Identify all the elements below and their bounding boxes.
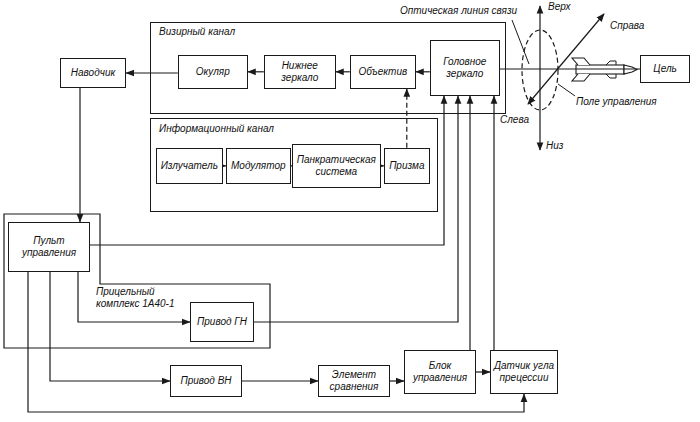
sensor-box: Датчик угла прецессии [490, 350, 558, 394]
box-label: Нижнее зеркало [267, 60, 333, 84]
box-label: Панкратическая система [295, 154, 378, 178]
box-label: Блок управления [407, 360, 473, 384]
connector [242, 380, 318, 381]
process-box: Нижнее зеркало [264, 55, 336, 89]
drive-box: Привод ВН [170, 365, 242, 397]
box-label: Привод ГН [193, 316, 251, 328]
target-box: Цель [640, 55, 690, 83]
horizontal-axis [528, 14, 604, 104]
process-box: Излучатель [156, 148, 223, 184]
connector [390, 380, 404, 381]
connector [476, 371, 490, 372]
connector [416, 71, 430, 72]
process-box: Окуляр [178, 55, 248, 89]
complex-outline-line [4, 214, 270, 348]
box-label: Цель [643, 63, 687, 75]
direction-label: Справа [610, 20, 644, 32]
process-box: Объектив [350, 55, 416, 89]
connector [28, 272, 524, 412]
operator-box: Наводчик [60, 58, 126, 88]
control-panel-box: Пульт управления [8, 222, 90, 272]
connector [493, 96, 494, 350]
channel-frame: Визирный каналОкуляр Нижнее зеркало Объект… [150, 22, 506, 114]
connector [254, 96, 458, 322]
box-label: Привод ВН [173, 375, 239, 387]
box-label: Элемент сравнения [321, 369, 387, 393]
group-heading: Информационный канал [159, 123, 359, 135]
connector [469, 96, 470, 350]
vertical-axis [539, 6, 540, 150]
box-label: Головное зеркало [433, 56, 497, 80]
box-label: Окуляр [181, 66, 245, 78]
box-label: Объектив [353, 66, 413, 78]
box-label: Наводчик [63, 67, 123, 79]
direction-label: Верх [548, 1, 570, 13]
complex-outline: Прицельный комплекс 1А40-1 Пульт управлен… [4, 214, 270, 348]
box-label: Пульт управления [11, 235, 87, 259]
direction-label: Низ [546, 140, 563, 152]
process-box: Призма [384, 148, 430, 184]
callout-label: Поле управления [576, 96, 657, 108]
process-box: Блок управления [404, 350, 476, 394]
leader-line [512, 20, 529, 64]
box-label: Датчик угла прецессии [493, 360, 555, 384]
drive-box: Привод ГН [190, 302, 254, 342]
connector [126, 72, 178, 73]
connector [248, 71, 264, 72]
process-box: Модулятор [226, 148, 291, 184]
channel-frame: Информационный каналИзлучатель Модулятор П… [150, 118, 438, 212]
process-box: Панкратическая система [292, 144, 381, 188]
direction-label: Слева [500, 114, 529, 126]
process-box: Головное зеркало [430, 40, 500, 96]
connector [79, 88, 80, 222]
box-label: Излучатель [159, 160, 220, 172]
group-heading: Прицельный комплекс 1А40-1 [96, 286, 184, 310]
box-label: Модулятор [229, 160, 288, 172]
connector [500, 68, 640, 69]
connector [336, 71, 350, 72]
box-label: Призма [387, 160, 427, 172]
leader-line [558, 84, 575, 96]
process-box: Элемент сравнения [318, 365, 390, 397]
connector [90, 96, 444, 245]
connector [78, 272, 190, 322]
group-heading: Визирный канал [159, 26, 319, 38]
callout-label: Оптическая линия связи [400, 5, 517, 17]
